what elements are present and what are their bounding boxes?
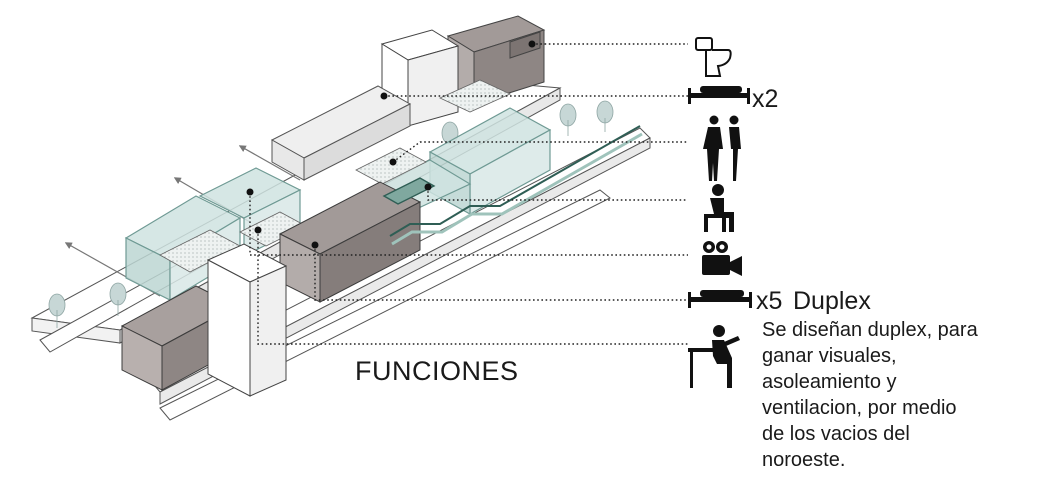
duplex-label: Duplex xyxy=(793,287,871,315)
light-volume xyxy=(270,85,412,181)
description-line: noroeste. xyxy=(762,449,846,471)
people-standing-icon xyxy=(703,115,741,181)
white-tower-front xyxy=(206,243,288,397)
leader-lines xyxy=(249,43,688,345)
bed-icon xyxy=(688,86,750,104)
hatched-areas xyxy=(159,79,511,273)
diagram-title: FUNCIONES xyxy=(355,356,519,386)
bed-icon-duplex xyxy=(688,290,752,308)
duplex-bed-count-label: x5 xyxy=(756,287,783,315)
description-line: de los vacios del xyxy=(762,423,910,445)
description-line: ventilacion, por medio xyxy=(762,397,957,419)
person-at-table-icon xyxy=(688,325,740,388)
description-line: ganar visuales, xyxy=(762,345,897,367)
video-camera-icon xyxy=(702,241,742,276)
toilet-icon xyxy=(695,37,732,77)
trees xyxy=(48,100,614,328)
bed-count-label: x2 xyxy=(752,85,779,113)
description-line: Se diseñan duplex, para xyxy=(762,319,978,341)
duplex-description: Se diseñan duplex, para ganar visuales, … xyxy=(762,317,1037,473)
seated-person-icon xyxy=(704,184,734,232)
description-line: asoleamiento y xyxy=(762,371,897,393)
leader-dots xyxy=(246,40,536,249)
